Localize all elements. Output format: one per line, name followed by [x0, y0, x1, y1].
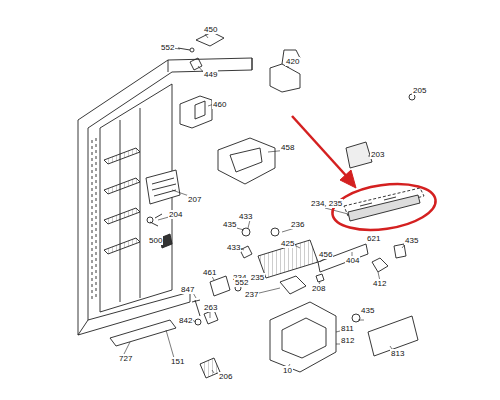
callout-number: 207	[187, 195, 202, 204]
callout-number: 433	[226, 243, 241, 252]
callout-number: 234, 235	[310, 199, 343, 208]
callout-number: 420	[285, 57, 300, 66]
callout-number: 412	[372, 279, 387, 288]
callout-number: 205	[412, 86, 427, 95]
callout-number: 727	[118, 354, 133, 363]
callout-number: 435	[360, 306, 375, 315]
callout-number: 812	[340, 336, 355, 345]
callout-number: 404	[345, 256, 360, 265]
callout-number: 435	[404, 236, 419, 245]
callout-number: 500	[148, 236, 163, 245]
callout-number: 621	[366, 234, 381, 243]
callout-number: 552	[234, 278, 249, 287]
callout-number: 203	[370, 150, 385, 159]
callout-number: 435	[222, 220, 237, 229]
callout-number: 236	[290, 220, 305, 229]
callout-number: 208	[311, 284, 326, 293]
callout-number: 10	[282, 366, 293, 375]
callout-number: 458	[280, 143, 295, 152]
callout-number: 847	[180, 285, 195, 294]
callout-number: 425	[280, 239, 295, 248]
callout-number: 450	[203, 25, 218, 34]
callout-number: 151	[170, 357, 185, 366]
callout-number: 552	[160, 43, 175, 52]
callout-number: 811	[340, 324, 355, 333]
callout-number: 433	[238, 212, 253, 221]
callout-number: 813	[390, 349, 405, 358]
callout-number: 460	[212, 100, 227, 109]
callout-number: 263	[203, 303, 218, 312]
callout-number: 456	[318, 250, 333, 259]
callout-number: 449	[203, 70, 218, 79]
highlight-marker	[292, 116, 439, 236]
callout-number: 204	[168, 210, 183, 219]
callout-number: 206	[218, 372, 233, 381]
callout-number: 842	[178, 316, 193, 325]
cabinet	[78, 58, 252, 335]
callout-number: 461	[202, 268, 217, 277]
callout-number: 237	[244, 290, 259, 299]
